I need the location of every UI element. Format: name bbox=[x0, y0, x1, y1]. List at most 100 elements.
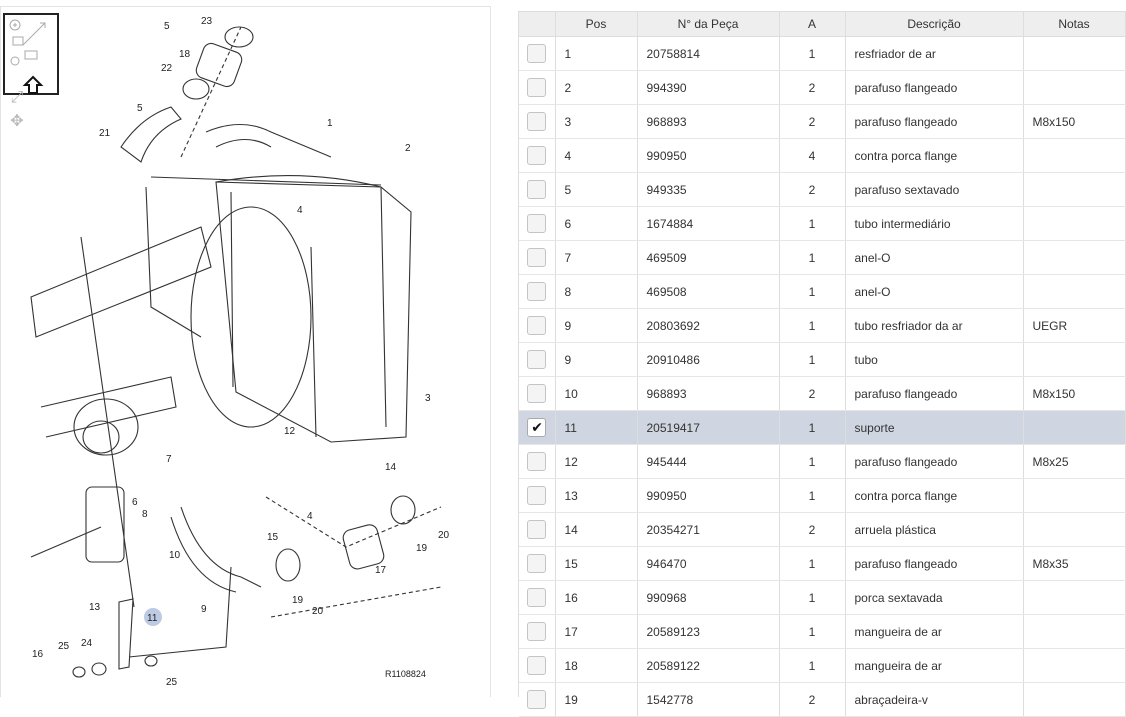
cell-notes bbox=[1023, 512, 1126, 547]
cell-part-number: 994390 bbox=[637, 70, 780, 105]
cell-part-number: 20803692 bbox=[637, 308, 780, 343]
row-select-cell[interactable] bbox=[519, 444, 556, 479]
checkbox[interactable] bbox=[527, 248, 547, 267]
cell-part-number: 469508 bbox=[637, 274, 780, 309]
cell-notes bbox=[1023, 648, 1126, 683]
callout-label: 11 bbox=[147, 613, 158, 624]
row-select-cell[interactable] bbox=[519, 376, 556, 411]
row-select-cell[interactable] bbox=[519, 172, 556, 207]
column-header-pos[interactable]: Pos bbox=[555, 12, 638, 37]
column-header-description[interactable]: Descrição bbox=[845, 12, 1024, 37]
cell-pos: 17 bbox=[555, 614, 638, 649]
diagram-navigator-thumbnail[interactable] bbox=[3, 13, 59, 95]
checkbox[interactable] bbox=[527, 656, 547, 675]
exploded-diagram-panel[interactable]: 23 5 18 22 5 21 1 2 4 3 12 7 6 8 10 14 4… bbox=[0, 6, 491, 697]
cell-part-number: 20589122 bbox=[637, 648, 780, 683]
callout-label: 20 bbox=[438, 530, 450, 541]
checkbox[interactable] bbox=[527, 486, 547, 505]
checkbox[interactable] bbox=[527, 180, 547, 199]
row-select-cell[interactable] bbox=[519, 240, 556, 275]
row-select-cell[interactable] bbox=[519, 580, 556, 615]
callout-label: 9 bbox=[201, 604, 207, 615]
row-select-cell[interactable] bbox=[519, 410, 556, 445]
cell-notes bbox=[1023, 682, 1126, 717]
column-header-quantity[interactable]: A bbox=[779, 12, 846, 37]
checkbox[interactable] bbox=[527, 588, 547, 607]
checkbox[interactable] bbox=[527, 282, 547, 301]
cell-part-number: 990950 bbox=[637, 478, 780, 513]
cell-notes bbox=[1023, 206, 1126, 241]
row-select-cell[interactable] bbox=[519, 682, 556, 717]
row-select-cell[interactable] bbox=[519, 70, 556, 105]
checkbox-checked[interactable] bbox=[527, 418, 547, 437]
row-select-cell[interactable] bbox=[519, 206, 556, 241]
highlight-marker[interactable] bbox=[144, 608, 162, 626]
cell-description: parafuso flangeado bbox=[845, 376, 1024, 411]
row-select-cell[interactable] bbox=[519, 104, 556, 139]
cell-part-number: 945444 bbox=[637, 444, 780, 479]
row-select-cell[interactable] bbox=[519, 478, 556, 513]
checkbox[interactable] bbox=[527, 452, 547, 471]
checkbox[interactable] bbox=[527, 622, 547, 641]
row-select-cell[interactable] bbox=[519, 274, 556, 309]
cell-quantity: 1 bbox=[779, 614, 846, 649]
row-select-cell[interactable] bbox=[519, 512, 556, 547]
checkbox[interactable] bbox=[527, 554, 547, 573]
row-select-cell[interactable] bbox=[519, 546, 556, 581]
column-header-notes[interactable]: Notas bbox=[1023, 12, 1126, 37]
cell-part-number: 990950 bbox=[637, 138, 780, 173]
row-select-cell[interactable] bbox=[519, 342, 556, 377]
cell-quantity: 1 bbox=[779, 444, 846, 479]
pan-move-icon[interactable]: ✥ bbox=[10, 113, 24, 130]
cell-description: tubo bbox=[845, 342, 1024, 377]
callout-label: 17 bbox=[375, 565, 387, 576]
cell-pos: 12 bbox=[555, 444, 638, 479]
checkbox[interactable] bbox=[527, 44, 547, 63]
cell-part-number: 20354271 bbox=[637, 512, 780, 547]
row-select-cell[interactable] bbox=[519, 614, 556, 649]
checkbox[interactable] bbox=[527, 316, 547, 335]
checkbox[interactable] bbox=[527, 384, 547, 403]
checkbox[interactable] bbox=[527, 112, 547, 131]
row-select-cell[interactable] bbox=[519, 138, 556, 173]
exploded-diagram[interactable]: 23 5 18 22 5 21 1 2 4 3 12 7 6 8 10 14 4… bbox=[1, 7, 490, 697]
row-select-cell[interactable] bbox=[519, 36, 556, 71]
cell-quantity: 2 bbox=[779, 512, 846, 547]
cell-description: parafuso flangeado bbox=[845, 104, 1024, 139]
cell-description: arruela plástica bbox=[845, 512, 1024, 547]
cell-pos: 3 bbox=[555, 104, 638, 139]
row-select-cell[interactable] bbox=[519, 308, 556, 343]
checkbox[interactable] bbox=[527, 520, 547, 539]
checkbox[interactable] bbox=[527, 146, 547, 165]
checkbox[interactable] bbox=[527, 78, 547, 97]
fit-screen-icon[interactable]: ⤢ bbox=[10, 89, 24, 106]
cell-description: tubo resfriador da ar bbox=[845, 308, 1024, 343]
cell-pos: 9 bbox=[555, 308, 638, 343]
column-header-part-number[interactable]: N° da Peça bbox=[637, 12, 780, 37]
checkbox[interactable] bbox=[527, 214, 547, 233]
row-select-cell[interactable] bbox=[519, 648, 556, 683]
checkbox[interactable] bbox=[527, 350, 547, 369]
checkbox[interactable] bbox=[527, 690, 547, 709]
